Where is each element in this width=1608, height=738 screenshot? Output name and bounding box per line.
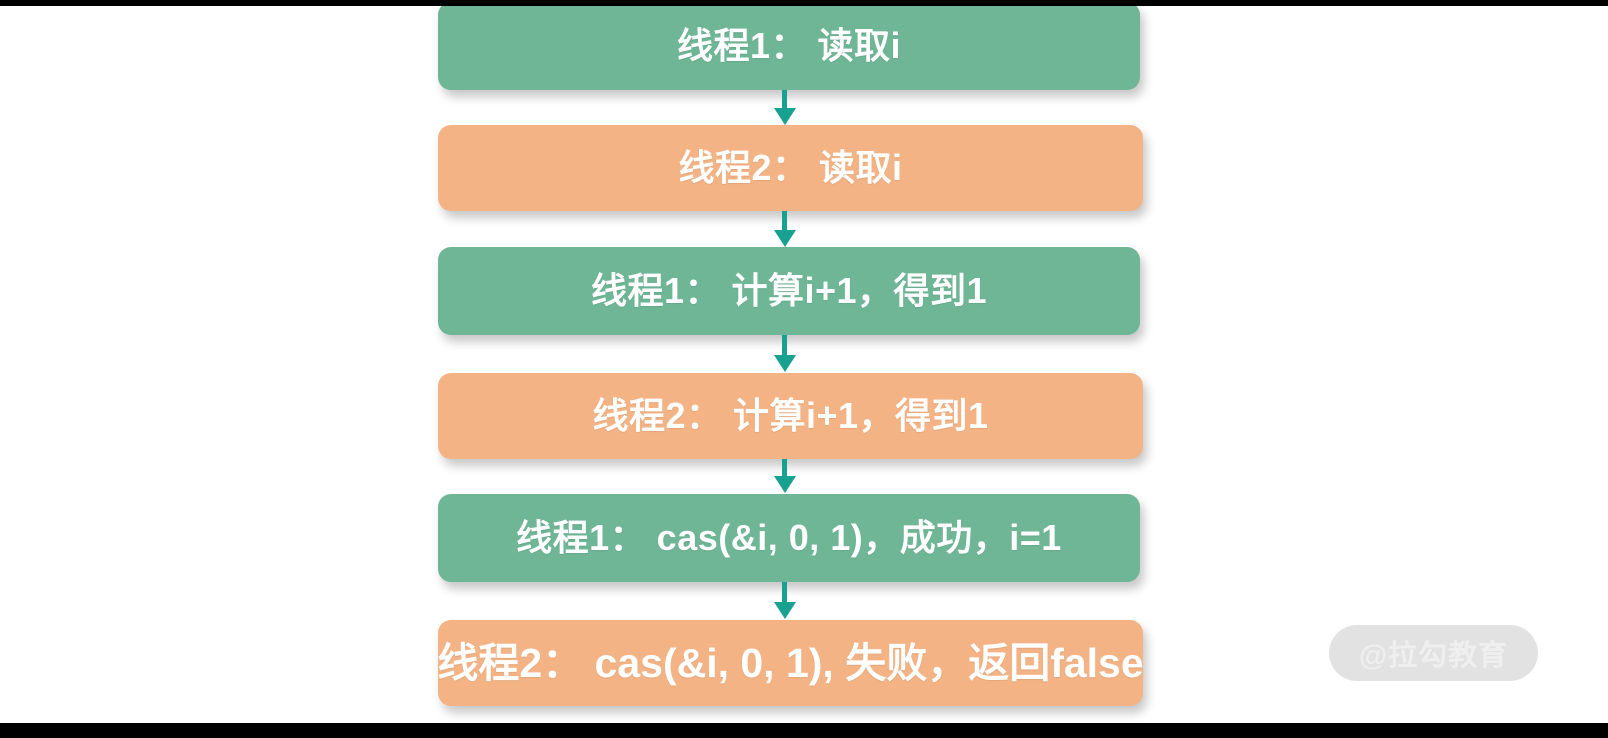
flow-step-2[interactable]: 线程2： 读取i xyxy=(438,125,1143,211)
flow-step-4-label: 线程2： 计算i+1，得到1 xyxy=(592,395,989,436)
watermark-badge: @拉勾教育 xyxy=(1329,625,1538,681)
connector-arrow-5-to-6 xyxy=(774,582,796,620)
flow-step-3-label: 线程1： 计算i+1，得到1 xyxy=(590,270,988,311)
flow-step-4[interactable]: 线程2： 计算i+1，得到1 xyxy=(438,373,1143,459)
arrow-head-icon xyxy=(774,230,796,247)
arrow-head-icon xyxy=(774,355,796,372)
arrow-shaft-icon xyxy=(782,90,787,110)
connector-arrow-1-to-2 xyxy=(774,90,796,125)
letterbox-top xyxy=(0,0,1608,6)
connector-arrow-2-to-3 xyxy=(774,211,796,247)
arrow-head-icon xyxy=(774,476,796,493)
letterbox-bottom xyxy=(0,723,1608,738)
arrow-shaft-icon xyxy=(782,459,787,478)
slide-content: 线程1： 读取i 线程2： 读取i 线程1： 计算i+1，得到1 线程2： 计算… xyxy=(0,6,1608,723)
flow-step-2-label: 线程2： 读取i xyxy=(678,147,903,188)
flow-step-6[interactable]: 线程2： cas(&i, 0, 1), 失败，返回false xyxy=(437,620,1144,706)
flow-step-1[interactable]: 线程1： 读取i xyxy=(438,6,1140,90)
arrow-shaft-icon xyxy=(782,335,787,357)
arrow-head-icon xyxy=(774,602,796,619)
arrow-shaft-icon xyxy=(782,211,787,232)
connector-arrow-3-to-4 xyxy=(774,335,796,373)
flow-step-5[interactable]: 线程1： cas(&i, 0, 1)，成功，i=1 xyxy=(438,494,1140,582)
arrow-head-icon xyxy=(774,108,796,125)
flow-step-1-label: 线程1： 读取i xyxy=(676,25,902,66)
watermark-label: @拉勾教育 xyxy=(1358,640,1509,672)
flow-step-6-label: 线程2： cas(&i, 0, 1), 失败，返回false xyxy=(437,639,1144,686)
flow-step-3[interactable]: 线程1： 计算i+1，得到1 xyxy=(438,247,1140,335)
flow-step-5-label: 线程1： cas(&i, 0, 1)，成功，i=1 xyxy=(516,517,1062,558)
connector-arrow-4-to-5 xyxy=(774,459,796,494)
arrow-shaft-icon xyxy=(782,582,787,604)
